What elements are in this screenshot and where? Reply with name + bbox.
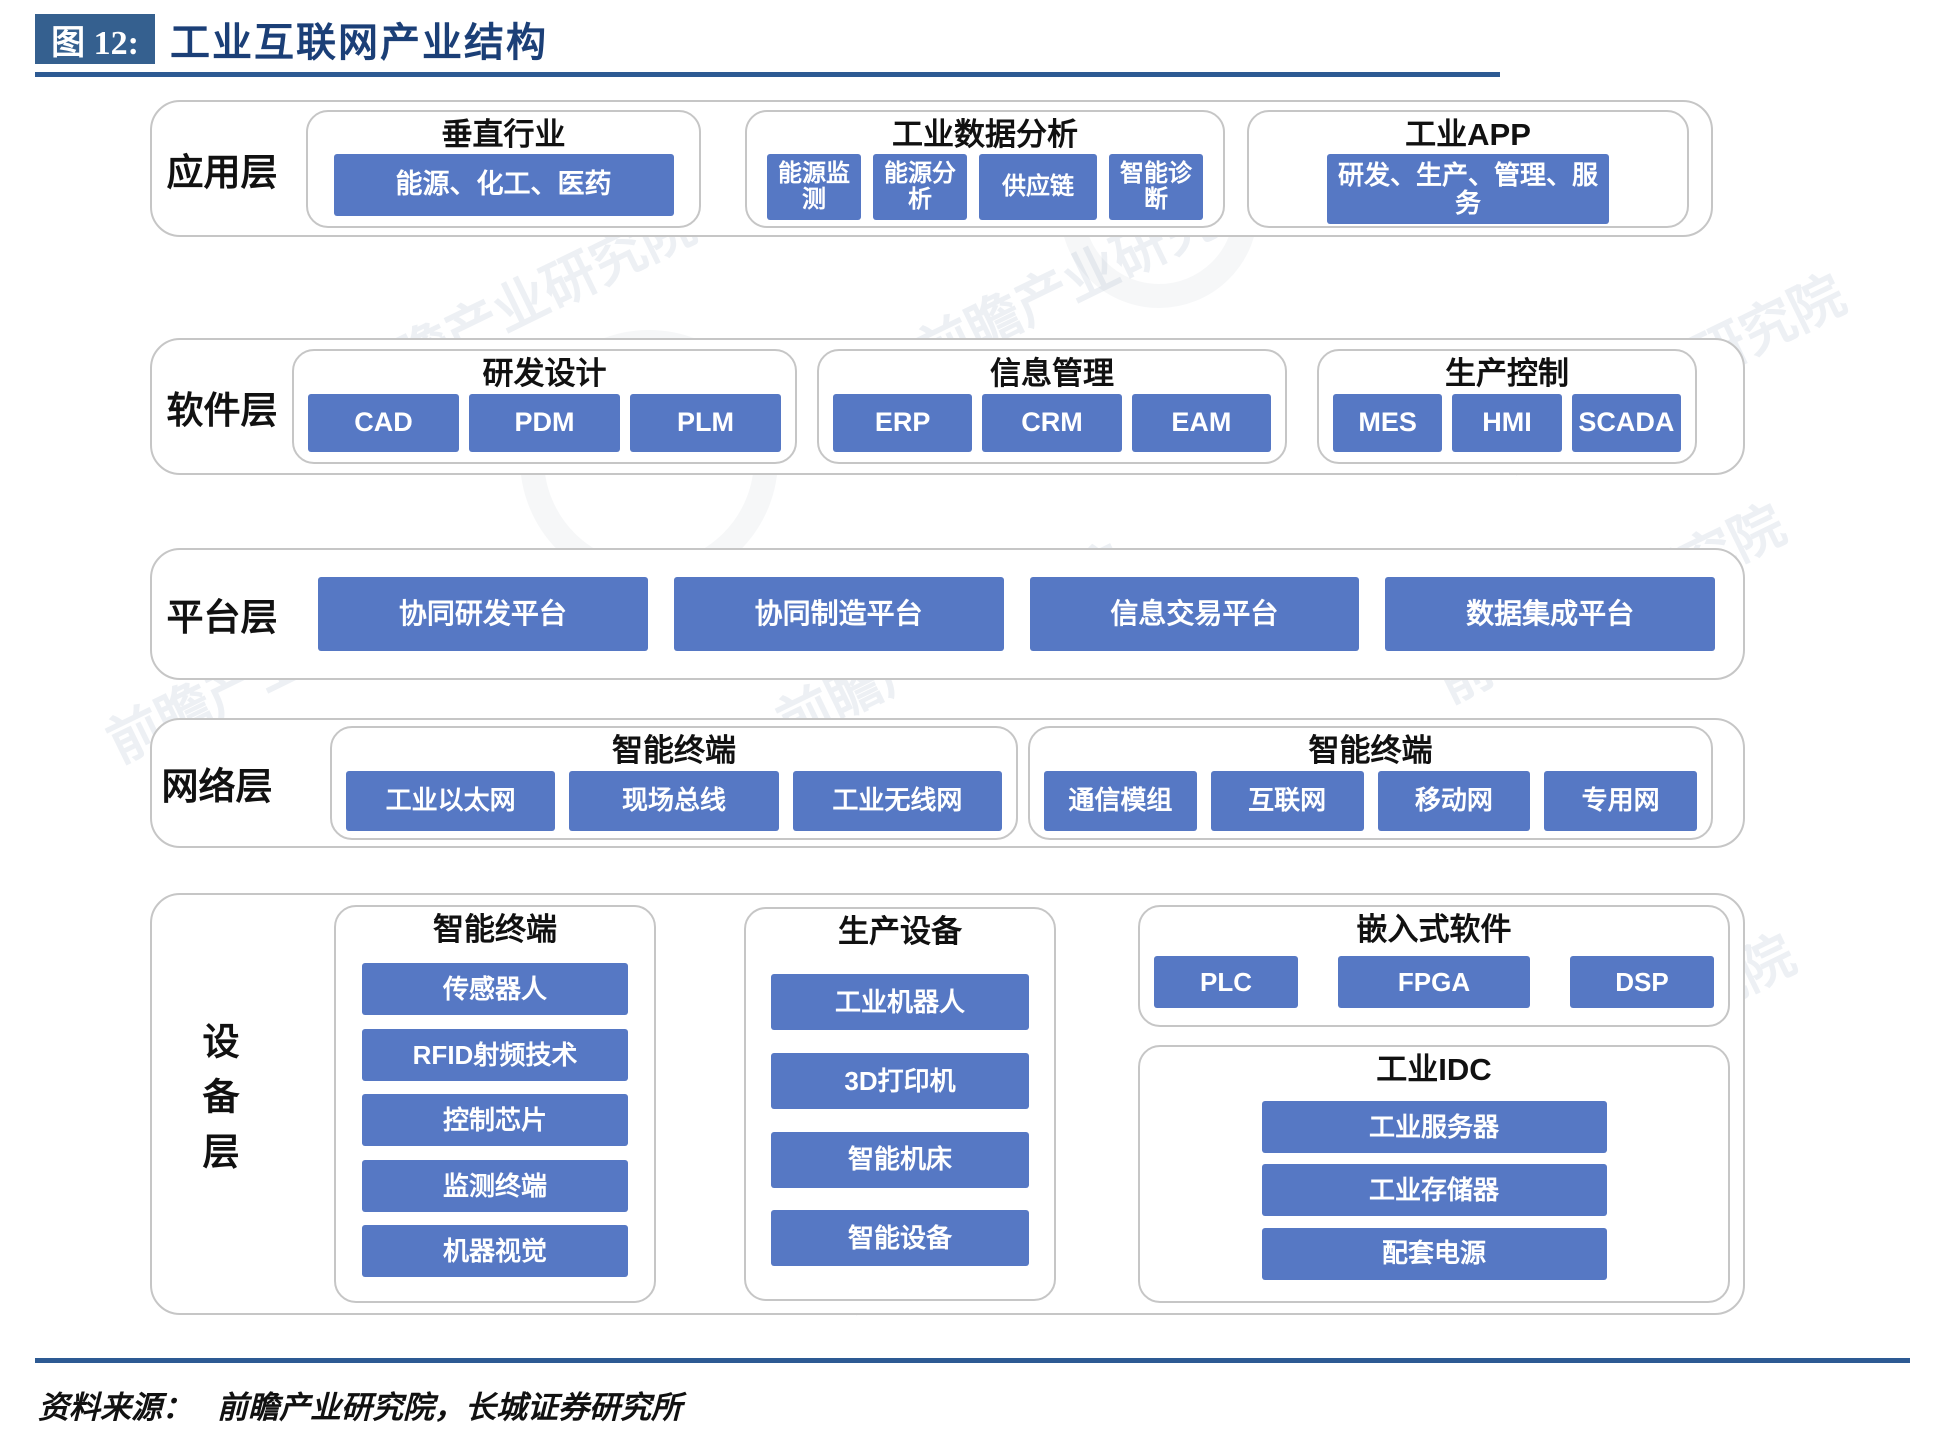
group-title: 智能终端: [433, 912, 557, 947]
diagram-node: 工业服务器: [1261, 1101, 1607, 1154]
layer-label: 应用层: [166, 151, 278, 193]
diagram-node: 供应链: [979, 154, 1097, 221]
diagram-node: 工业存储器: [1261, 1164, 1607, 1217]
group-title: 研发设计: [482, 356, 607, 391]
group-title: 智能终端: [612, 733, 736, 768]
layer-label: 平台层: [166, 597, 278, 638]
diagram-node: 研发、生产、管理、服务: [1327, 154, 1609, 225]
diagram-node: 能源、化工、医药: [333, 154, 674, 217]
diagram-node: 机器视觉: [361, 1225, 629, 1278]
diagram-node: 通信模组: [1044, 770, 1197, 831]
layer-label: 软件层: [166, 389, 278, 431]
diagram-node: 智能机床: [771, 1131, 1029, 1188]
layer-label-text: 设备层: [197, 1021, 238, 1187]
diagram-node: SCADA: [1571, 393, 1681, 452]
title-rule: [35, 72, 1500, 77]
diagram-node: 智能诊断: [1109, 154, 1203, 221]
diagram-node: 控制芯片: [361, 1094, 629, 1147]
diagram-node: 协同制造平台: [673, 577, 1004, 651]
device-right-column: 嵌入式软件 PLC FPGA DSP 工业IDC 工业服务器 工业存储器 配套电…: [1138, 905, 1730, 1303]
group-box-information-management: 信息管理 ERP CRM EAM: [817, 349, 1287, 464]
diagram-node: 配套电源: [1261, 1227, 1607, 1280]
layer-row-network: 网络层 智能终端 工业以太网 现场总线 工业无线网 智能终端 通信模组 互联网 …: [150, 718, 1745, 848]
layer-row-platform: 平台层 协同研发平台 协同制造平台 信息交易平台 数据集成平台: [150, 548, 1745, 680]
diagram-node: FPGA: [1338, 956, 1530, 1009]
diagram-node: 互联网: [1210, 770, 1364, 831]
diagram-node: 智能设备: [771, 1210, 1029, 1267]
figure-number-tag: 图 12:: [35, 14, 155, 64]
diagram-node: 监测终端: [361, 1159, 629, 1212]
diagram-node: 数据集成平台: [1385, 577, 1715, 651]
group-box-industrial-app: 工业APP 研发、生产、管理、服务: [1247, 109, 1689, 228]
group-title: 生产控制: [1445, 356, 1569, 391]
diagram-node: 工业机器人: [771, 974, 1029, 1031]
diagram-node: PLC: [1154, 956, 1298, 1009]
diagram-node: RFID射频技术: [361, 1028, 629, 1081]
diagram-node: 传感器人: [361, 963, 629, 1016]
diagram-node: CRM: [982, 393, 1122, 452]
group-title: 工业IDC: [1376, 1052, 1492, 1087]
diagram-node: 协同研发平台: [318, 577, 648, 651]
diagram-node: 工业以太网: [346, 770, 556, 831]
layer-row-software: 软件层 研发设计 CAD PDM PLM 信息管理 ERP CRM EAM 生产…: [150, 338, 1745, 475]
source-text: 前瞻产业研究院，长城证券研究所: [217, 1390, 682, 1425]
layer-row-application: 应用层 垂直行业 能源、化工、医药 工业数据分析 能源监测 能源分析 供应链 智…: [150, 100, 1713, 237]
group-title: 垂直行业: [441, 116, 566, 152]
diagram-node: CAD: [308, 393, 459, 452]
group-title: 工业APP: [1405, 116, 1531, 152]
group-title: 信息管理: [990, 356, 1114, 391]
source-label: 资料来源：: [38, 1390, 193, 1425]
group-title: 智能终端: [1308, 733, 1433, 768]
diagram-node: 专用网: [1544, 770, 1697, 831]
group-box-rd-design: 研发设计 CAD PDM PLM: [292, 349, 797, 464]
figure-title: 工业互联网产业结构: [170, 21, 548, 65]
layer-label: 设备层: [152, 1022, 282, 1187]
group-box-vertical-industry: 垂直行业 能源、化工、医药: [306, 109, 701, 228]
group-box-smart-terminal-device: 智能终端 传感器人 RFID射频技术 控制芯片 监测终端 机器视觉: [334, 905, 656, 1303]
group-box-embedded-software: 嵌入式软件 PLC FPGA DSP: [1138, 905, 1730, 1027]
diagram-node: 现场总线: [569, 770, 779, 831]
diagram-node: PLM: [630, 393, 781, 452]
group-title: 嵌入式软件: [1356, 912, 1512, 947]
diagram-node: 能源分析: [873, 154, 967, 221]
layer-label: 网络层: [161, 766, 273, 807]
diagram-node: 移动网: [1377, 770, 1531, 831]
group-box-smart-terminal-comms: 智能终端 通信模组 互联网 移动网 专用网: [1028, 726, 1713, 840]
diagram-node: MES: [1333, 393, 1443, 452]
source-rule: [35, 1358, 1910, 1363]
diagram-node: ERP: [833, 393, 973, 452]
group-box-industrial-idc: 工业IDC 工业服务器 工业存储器 配套电源: [1138, 1045, 1730, 1303]
diagram-node: 信息交易平台: [1029, 577, 1360, 651]
diagram-node: EAM: [1131, 393, 1271, 452]
diagram-node: 工业无线网: [792, 770, 1002, 831]
group-title: 生产设备: [838, 914, 962, 949]
group-box-production-equipment: 生产设备 工业机器人 3D打印机 智能机床 智能设备: [744, 907, 1056, 1301]
diagram-node: 能源监测: [767, 154, 861, 221]
source-line: 资料来源： 前瞻产业研究院，长城证券研究所: [38, 1382, 682, 1427]
diagram-node: DSP: [1570, 956, 1714, 1009]
group-box-industrial-data-analysis: 工业数据分析 能源监测 能源分析 供应链 智能诊断: [745, 109, 1225, 228]
diagram-node: PDM: [469, 393, 620, 452]
diagram-node: 3D打印机: [771, 1053, 1029, 1110]
group-title: 工业数据分析: [892, 116, 1078, 152]
layer-row-device: 设备层 智能终端 传感器人 RFID射频技术 控制芯片 监测终端 机器视觉 生产…: [150, 893, 1745, 1315]
diagram-node: HMI: [1452, 393, 1562, 452]
group-box-production-control: 生产控制 MES HMI SCADA: [1317, 349, 1697, 464]
group-box-smart-terminal-network: 智能终端 工业以太网 现场总线 工业无线网: [330, 726, 1018, 840]
